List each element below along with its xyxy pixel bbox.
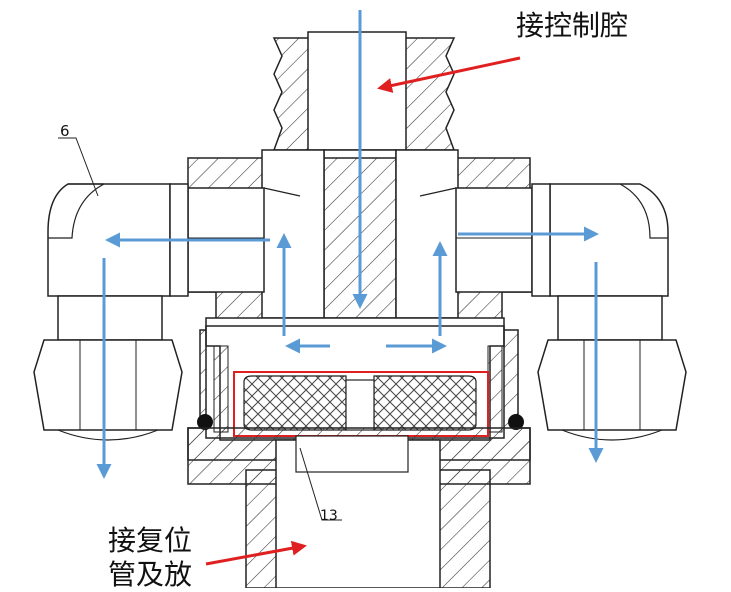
part-number-13: 13 [320, 508, 338, 524]
pointer-arrow-top [377, 56, 521, 93]
reset-pipe-label: 接复位 管及放 [108, 524, 192, 592]
flow-arrows [96, 10, 604, 479]
right-elbow-fitting [531, 183, 687, 441]
bottom-outlet [187, 427, 531, 589]
leader-line-6 [58, 137, 99, 197]
part-number-6: 6 [60, 122, 70, 140]
control-chamber-label: 接控制腔 [516, 9, 629, 42]
o-ring-left [197, 414, 213, 430]
leader-line-13 [299, 447, 342, 521]
left-elbow-fitting [33, 183, 189, 441]
reset-pipe-label-line1: 接复位 [108, 524, 193, 557]
reset-pipe-label-line2: 管及放 [108, 558, 193, 591]
o-ring-right [508, 414, 524, 430]
pointer-arrow-bottom [205, 540, 307, 566]
filter-element [233, 371, 489, 437]
